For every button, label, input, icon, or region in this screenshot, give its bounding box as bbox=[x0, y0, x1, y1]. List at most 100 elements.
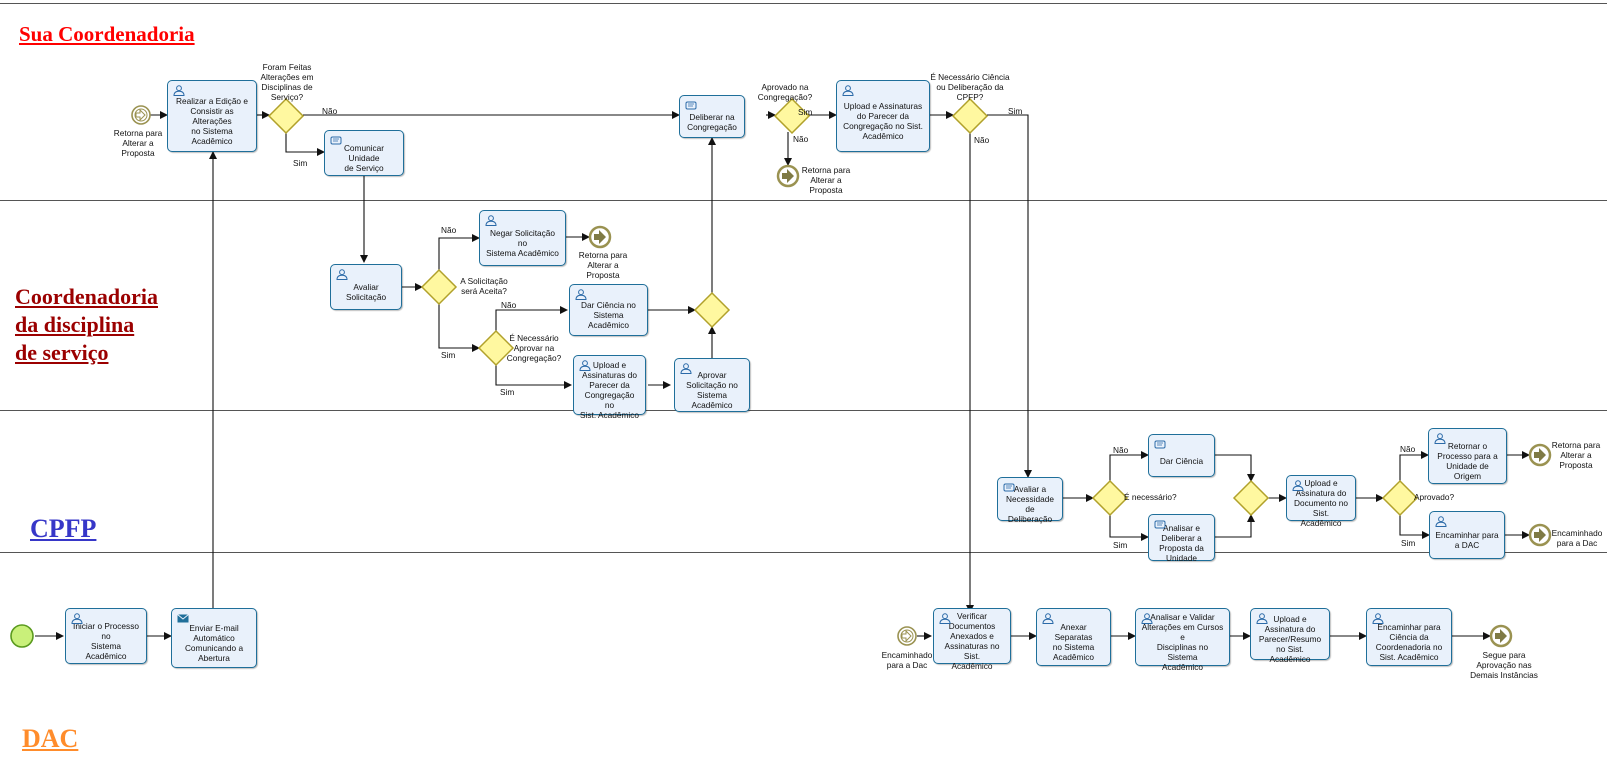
task-anexar-separatas[interactable]: Anexar Separatas no Sistema Acadêmico bbox=[1036, 608, 1111, 666]
task-label: Encaminhar para Ciência da Coordenadoria… bbox=[1375, 622, 1443, 662]
user-task-icon bbox=[485, 215, 497, 226]
task-label: Analisar e Deliberar a Proposta da Unida… bbox=[1159, 522, 1204, 563]
lane-separators bbox=[0, 3, 1607, 553]
task-label: Upload e Assinatura do Parecer/Resumo no… bbox=[1258, 614, 1322, 664]
task-label: Dar Ciência bbox=[1159, 455, 1204, 466]
task-analisar-deliberar[interactable]: Analisar e Deliberar a Proposta da Unida… bbox=[1148, 514, 1215, 563]
user-task-icon bbox=[173, 85, 185, 96]
task-dar-ciencia[interactable]: Dar Ciência bbox=[1148, 434, 1215, 477]
gateway-aprovado bbox=[1381, 479, 1419, 517]
task-verificar-documentos[interactable]: Verificar Documentos Anexados e Assinatu… bbox=[933, 608, 1011, 671]
gateway-label-aprovado-congregacao: Aprovado na Congregação? bbox=[757, 82, 813, 102]
task-analisar-validar[interactable]: Analisar e Validar Alterações em Cursos … bbox=[1135, 608, 1230, 672]
task-comunicar-unidade[interactable]: Comunicar Unidade de Serviço bbox=[324, 130, 404, 176]
flow-label-nao: Não bbox=[322, 106, 338, 116]
task-avaliar-solicitacao[interactable]: Avaliar Solicitação bbox=[330, 264, 402, 310]
user-task-icon bbox=[336, 269, 348, 280]
intermediate-event-encaminhado-cpfp bbox=[897, 626, 917, 646]
task-label: Realizar a Edição e Consistir as Alteraç… bbox=[176, 96, 248, 146]
task-realizar-edicao[interactable]: Realizar a Edição e Consistir as Alteraç… bbox=[167, 80, 257, 152]
task-label: Comunicar Unidade de Serviço bbox=[343, 143, 385, 173]
lane-title-coordenadoria-disciplina: Coordenadoria da disciplina de serviço bbox=[15, 284, 158, 365]
task-label: Anexar Separatas no Sistema Acadêmico bbox=[1052, 622, 1095, 662]
user-task-icon bbox=[575, 289, 587, 300]
flow-label-sim: Sim bbox=[1401, 538, 1416, 548]
event-label-retorna-1: Retorna para Alterar a Proposta bbox=[113, 128, 163, 158]
task-label: Upload e Assinatura do Documento no Sist… bbox=[1294, 478, 1348, 528]
lane-title-sua-coordenadoria: Sua Coordenadoria bbox=[19, 22, 195, 46]
user-task-icon bbox=[71, 613, 83, 624]
gateway-label-aprovado: Aprovado? bbox=[1414, 492, 1455, 502]
task-label: Dar Ciência no Sistema Acadêmico bbox=[581, 300, 636, 330]
gateway-merge-ciencia bbox=[1232, 479, 1270, 517]
flow-label-nao: Não bbox=[441, 225, 457, 235]
lane-title-cpfp: CPFP bbox=[30, 514, 97, 543]
task-avaliar-necessidade[interactable]: Avaliar a Necessidade de Deliberação bbox=[997, 477, 1063, 524]
event-label-retorna-2: Retorna para Alterar a Proposta bbox=[801, 165, 851, 195]
event-label-segue-aprovacao: Segue para Aprovação nas Demais Instânci… bbox=[1470, 650, 1538, 680]
user-task-icon bbox=[680, 363, 692, 374]
end-event-retorna-4 bbox=[1528, 443, 1552, 467]
event-label-retorna-3: Retorna para Alterar a Proposta bbox=[578, 250, 628, 280]
task-encaminhar-ciencia[interactable]: Encaminhar para Ciência da Coordenadoria… bbox=[1366, 608, 1452, 666]
task-label: Negar Solicitação no Sistema Acadêmico bbox=[486, 228, 559, 258]
task-upload-parecer-disciplina[interactable]: Upload e Assinaturas do Parecer da Congr… bbox=[573, 355, 646, 420]
gateway-e-necessario bbox=[1091, 479, 1129, 517]
user-task-icon bbox=[939, 613, 951, 624]
user-task-icon bbox=[842, 85, 854, 96]
gateways bbox=[267, 97, 1419, 517]
flow-label-nao: Não bbox=[974, 135, 990, 145]
start-event bbox=[10, 624, 34, 648]
envelope-send-icon bbox=[177, 614, 189, 623]
sequence-flows bbox=[35, 111, 1530, 640]
flow-label-nao: Não bbox=[501, 300, 517, 310]
task-iniciar-processo[interactable]: Iniciar o Processo no Sistema Acadêmico bbox=[65, 608, 147, 664]
manual-task-icon bbox=[1003, 483, 1015, 492]
task-upload-parecer-resumo[interactable]: Upload e Assinatura do Parecer/Resumo no… bbox=[1250, 608, 1330, 664]
task-encaminhar-dac[interactable]: Encaminhar para a DAC bbox=[1429, 511, 1505, 559]
task-label: Deliberar na Congregação bbox=[687, 111, 737, 132]
task-enviar-email[interactable]: Enviar E-mail Automático Comunicando a A… bbox=[171, 608, 257, 668]
end-event-retorna-3 bbox=[588, 225, 612, 249]
task-upload-parecer-congregacao[interactable]: Upload e Assinaturas do Parecer da Congr… bbox=[836, 80, 930, 152]
user-task-icon bbox=[1435, 516, 1447, 527]
task-label: Avaliar Solicitação bbox=[345, 282, 387, 302]
task-negar-solicitacao[interactable]: Negar Solicitação no Sistema Acadêmico bbox=[479, 210, 566, 266]
events bbox=[10, 105, 1552, 648]
end-event-encaminhado-dac bbox=[1528, 523, 1552, 547]
gateway-label-solicitacao-aceita: A Solicitação será Aceita? bbox=[460, 276, 508, 296]
task-aprovar-solicitacao[interactable]: Aprovar Solicitação no Sistema Acadêmico bbox=[674, 358, 750, 412]
flow-label-sim: Sim bbox=[798, 107, 813, 117]
gateway-label-necessario-aprovar: É Necessário Aprovar na Congregação? bbox=[506, 333, 562, 363]
flow-label-nao: Não bbox=[1113, 445, 1129, 455]
task-label: Aprovar Solicitação no Sistema Acadêmico bbox=[686, 370, 738, 410]
user-task-icon bbox=[1256, 613, 1268, 624]
task-label: Iniciar o Processo no Sistema Acadêmico bbox=[73, 621, 139, 661]
lane-title-dac: DAC bbox=[22, 724, 79, 753]
task-retornar-processo[interactable]: Retornar o Processo para a Unidade de Or… bbox=[1428, 428, 1507, 484]
flow-label-nao: Não bbox=[793, 134, 809, 144]
flow-label-sim: Sim bbox=[1008, 106, 1023, 116]
task-label: Encaminhar para a DAC bbox=[1435, 530, 1499, 550]
task-dar-ciencia-sistema[interactable]: Dar Ciência no Sistema Acadêmico bbox=[569, 284, 648, 336]
end-event-segue-aprovacao bbox=[1489, 624, 1513, 648]
manual-task-icon bbox=[1154, 440, 1166, 449]
user-task-icon bbox=[1372, 613, 1384, 624]
gateway-aprovado-congregacao bbox=[773, 97, 811, 135]
gateway-foram-feitas bbox=[267, 97, 305, 135]
flow-label-sim: Sim bbox=[441, 350, 456, 360]
task-label: Verificar Documentos Anexados e Assinatu… bbox=[944, 611, 1000, 671]
user-task-icon bbox=[1042, 613, 1054, 624]
task-label: Retornar o Processo para a Unidade de Or… bbox=[1437, 441, 1498, 481]
gateway-label-necessario-ciencia: É Necessário Ciência ou Deliberação da C… bbox=[930, 72, 1010, 102]
flow-label-nao: Não bbox=[1400, 444, 1416, 454]
flow-label-sim: Sim bbox=[293, 158, 308, 168]
end-event-retorna-2 bbox=[776, 164, 800, 188]
gateway-label-e-necessario: É necessário? bbox=[1124, 492, 1177, 502]
task-upload-documento[interactable]: Upload e Assinatura do Documento no Sist… bbox=[1286, 475, 1356, 528]
task-deliberar-congregacao[interactable]: Deliberar na Congregação bbox=[679, 95, 745, 138]
manual-task-icon bbox=[685, 101, 697, 110]
manual-task-icon bbox=[330, 136, 342, 145]
